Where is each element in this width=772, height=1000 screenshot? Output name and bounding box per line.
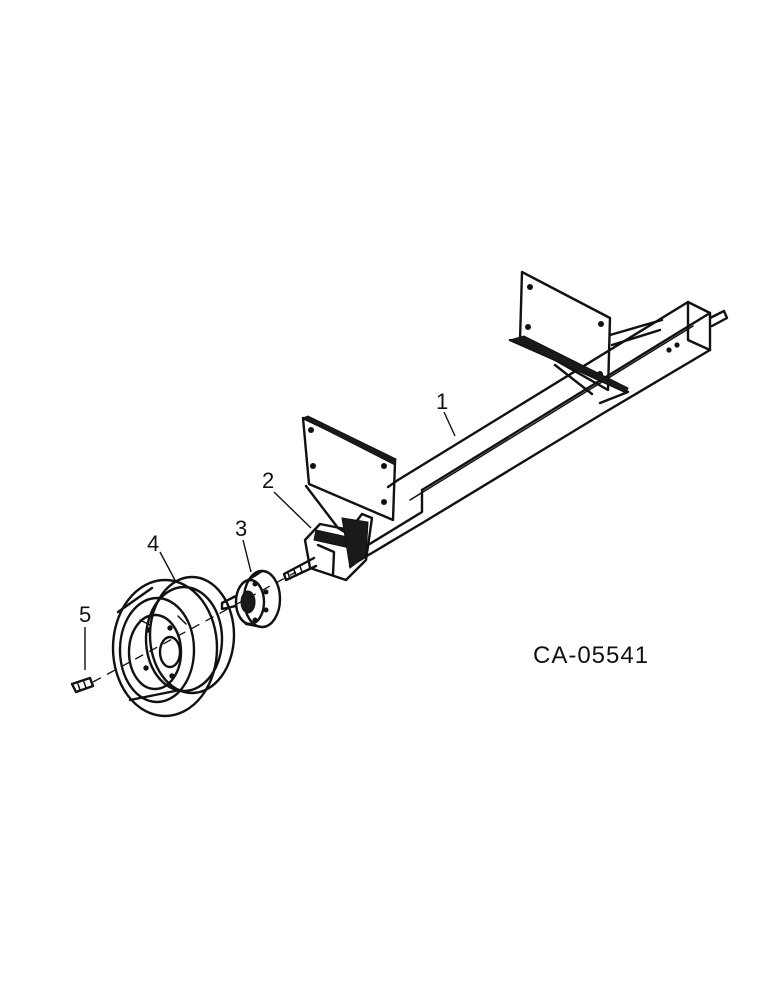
rear-mounting-bracket xyxy=(508,270,664,405)
callout-1-label: 1 xyxy=(436,389,448,414)
drawing-number: CA-05541 xyxy=(533,642,649,669)
wheel-rim xyxy=(111,575,236,718)
callout-2: 2 xyxy=(262,468,312,529)
callout-5-label: 5 xyxy=(79,602,91,627)
callout-2-label: 2 xyxy=(262,468,274,493)
callout-3: 3 xyxy=(235,516,252,573)
spindle-mount xyxy=(282,512,374,582)
callout-5: 5 xyxy=(79,602,91,670)
callout-1: 1 xyxy=(436,389,456,437)
callout-3-label: 3 xyxy=(235,516,247,541)
callout-4: 4 xyxy=(147,531,177,583)
wheel-bolt xyxy=(70,676,95,694)
callout-4-label: 4 xyxy=(147,531,159,556)
hub xyxy=(220,569,282,629)
axle-beam xyxy=(348,300,729,568)
assembly-centerline xyxy=(92,571,297,683)
